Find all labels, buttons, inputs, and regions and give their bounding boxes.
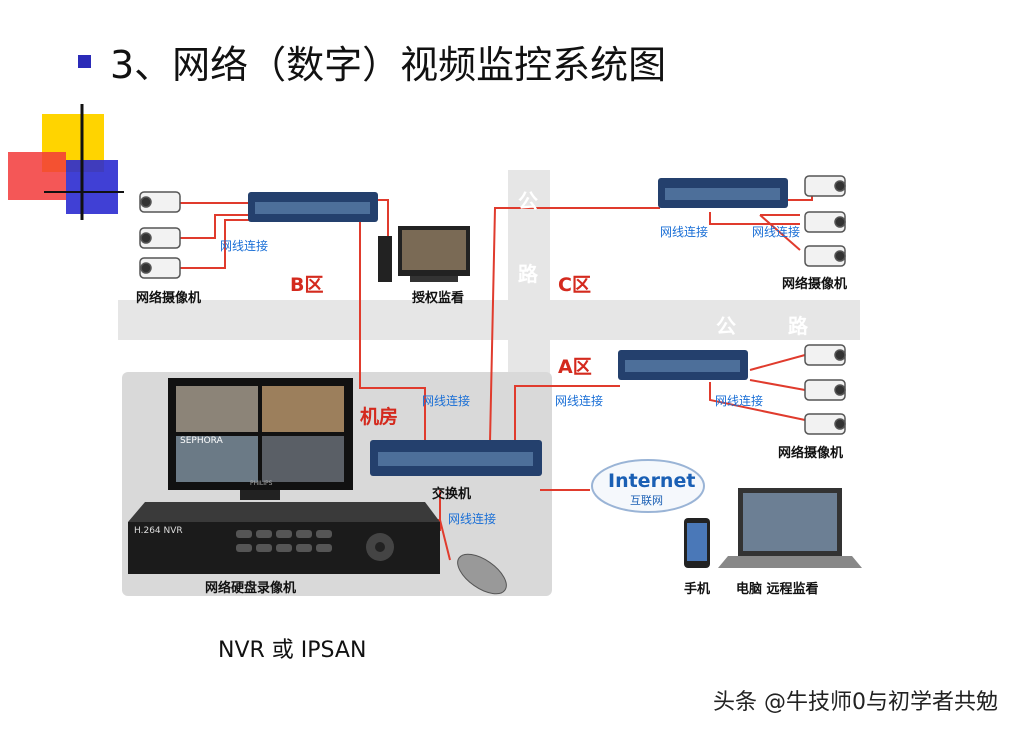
- nvr-model-text: H.264 NVR: [134, 526, 183, 536]
- cameras-c: [804, 175, 846, 267]
- machine-room-label: 机房: [360, 406, 399, 428]
- camera-a-label: 网络摄像机: [778, 446, 844, 461]
- switch-c: [658, 178, 788, 208]
- watermark: 头条 @牛技师0与初学者共勉: [713, 690, 998, 715]
- cameras-a: [804, 344, 846, 435]
- zone-c-label: C区: [558, 274, 591, 296]
- phone: [684, 518, 710, 568]
- zone-a-label: A区: [558, 356, 592, 378]
- link-label-b: 网线连接: [220, 239, 269, 253]
- zone-b-label: B区: [290, 274, 324, 296]
- caption: NVR 或 IPSAN: [218, 638, 367, 663]
- monitor-sign-text: SEPHORA: [180, 436, 223, 446]
- road-label-2: 路: [518, 262, 538, 286]
- switch-a: [618, 350, 748, 380]
- link-label-a-right: 网线连接: [715, 394, 764, 408]
- link-label-c-right: 网线连接: [752, 225, 801, 239]
- link-label-c-left: 网线连接: [660, 225, 709, 239]
- link-label-nvr: 网线连接: [448, 512, 497, 526]
- corner-decoration: [8, 104, 124, 220]
- nvr-monitor: [168, 378, 353, 500]
- road-label-4: 路: [788, 314, 808, 338]
- cameras-b: [139, 191, 181, 279]
- road-horizontal: [118, 300, 860, 340]
- cables: [180, 186, 813, 561]
- pc-remote-label: 电脑 远程监看: [736, 582, 819, 597]
- title-bullet: [78, 55, 91, 68]
- monitor-brand-text: PHILIPS: [250, 480, 273, 487]
- mouse: [457, 553, 507, 595]
- camera-c-label: 网络摄像机: [782, 277, 848, 292]
- link-label-room: 网线连接: [422, 394, 471, 408]
- switch-b: [248, 192, 378, 222]
- internet-zh-label: 互联网: [630, 494, 663, 507]
- auth-monitor-label: 授权监看: [412, 291, 465, 306]
- auth-monitor-pc: [378, 226, 470, 282]
- switch-label: 交换机: [432, 487, 472, 502]
- road-label-3: 公: [716, 314, 736, 338]
- page-title: 3、网络（数字）视频监控系统图: [110, 43, 667, 87]
- internet-cloud: [591, 459, 705, 513]
- switch-core: [370, 440, 542, 476]
- laptop: [718, 488, 862, 568]
- camera-b-label: 网络摄像机: [136, 291, 202, 306]
- link-label-a-left: 网线连接: [555, 394, 604, 408]
- road-vertical: [508, 170, 550, 410]
- phone-label: 手机: [684, 582, 711, 597]
- road-label-1: 公: [518, 189, 538, 213]
- internet-label: Internet: [608, 470, 696, 492]
- nvr-recorder: [128, 502, 440, 574]
- nvr-label: 网络硬盘录像机: [205, 581, 297, 596]
